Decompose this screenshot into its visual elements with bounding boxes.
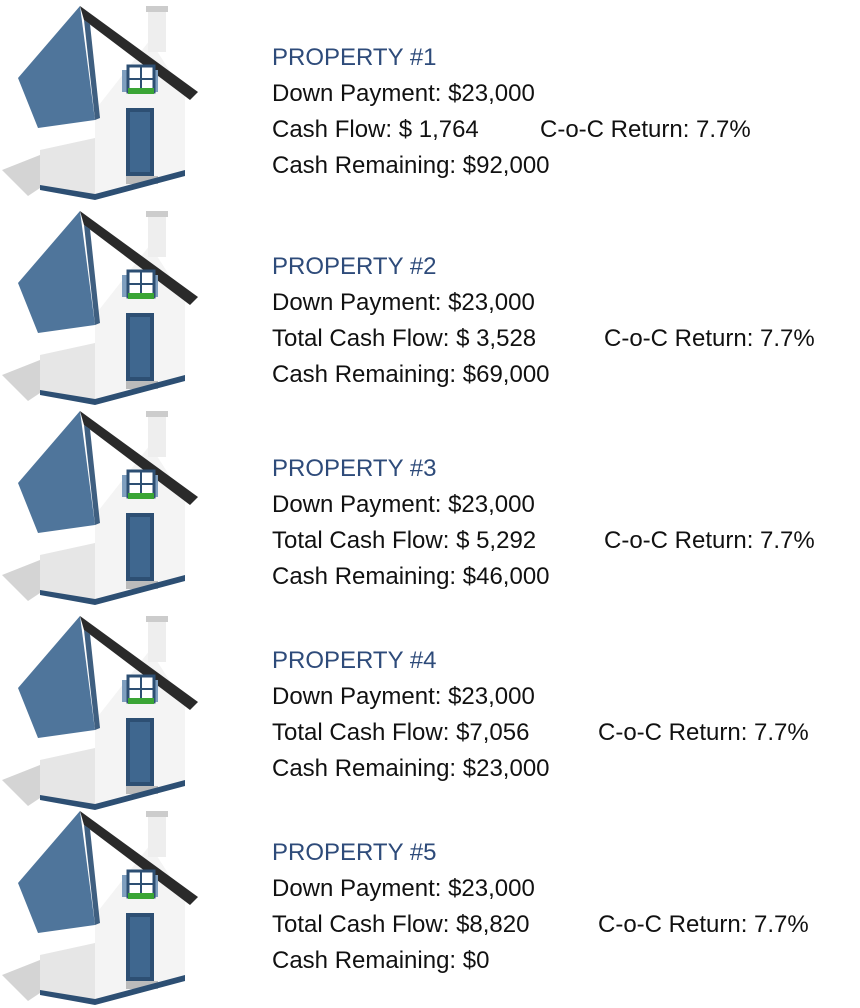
down-payment: Down Payment: $23,000: [272, 491, 535, 518]
down-payment: Down Payment: $23,000: [272, 289, 535, 316]
coc-return: C-o-C Return: 7.7%: [604, 325, 815, 352]
coc-return: C-o-C Return: 7.7%: [604, 527, 815, 554]
property-row-3: PROPERTY #3 Down Payment: $23,000 Total …: [0, 405, 860, 605]
property-info-3: PROPERTY #3 Down Payment: $23,000 Total …: [272, 451, 815, 595]
cash-remaining: Cash Remaining: $69,000: [272, 361, 550, 388]
property-title: PROPERTY #5: [272, 839, 437, 866]
house-icon: [2, 811, 198, 1005]
cash-flow-line: Cash Flow: $ 1,764 C-o-C Return: 7.7%: [272, 112, 751, 148]
property-title: PROPERTY #2: [272, 253, 437, 280]
coc-return: C-o-C Return: 7.7%: [598, 719, 809, 746]
cash-flow: Total Cash Flow: $ 5,292: [272, 527, 537, 554]
cash-flow-line: Total Cash Flow: $7,056 C-o-C Return: 7.7…: [272, 715, 809, 751]
cash-remaining: Cash Remaining: $23,000: [272, 755, 550, 782]
house-icon: [2, 211, 198, 405]
property-title: PROPERTY #4: [272, 647, 437, 674]
property-title: PROPERTY #3: [272, 455, 437, 482]
cash-flow: Total Cash Flow: $8,820: [272, 911, 530, 938]
property-row-5: PROPERTY #5 Down Payment: $23,000 Total …: [0, 805, 860, 1005]
property-row-2: PROPERTY #2 Down Payment: $23,000 Total …: [0, 205, 860, 405]
cash-flow-line: Total Cash Flow: $ 5,292 C-o-C Return: 7.…: [272, 523, 815, 559]
property-row-4: PROPERTY #4 Down Payment: $23,000 Total …: [0, 610, 860, 810]
cash-flow-line: Total Cash Flow: $8,820 C-o-C Return: 7.7…: [272, 907, 809, 943]
coc-return: C-o-C Return: 7.7%: [598, 911, 809, 938]
down-payment: Down Payment: $23,000: [272, 683, 535, 710]
property-title: PROPERTY #1: [272, 44, 437, 71]
property-info-5: PROPERTY #5 Down Payment: $23,000 Total …: [272, 835, 809, 979]
coc-return: C-o-C Return: 7.7%: [540, 116, 751, 143]
cash-flow: Cash Flow: $ 1,764: [272, 116, 479, 143]
down-payment: Down Payment: $23,000: [272, 80, 535, 107]
cash-flow-line: Total Cash Flow: $ 3,528 C-o-C Return: 7.…: [272, 321, 815, 357]
cash-remaining: Cash Remaining: $0: [272, 947, 490, 974]
property-info-4: PROPERTY #4 Down Payment: $23,000 Total …: [272, 643, 809, 787]
house-icon: [2, 411, 198, 605]
property-info-2: PROPERTY #2 Down Payment: $23,000 Total …: [272, 249, 815, 393]
property-info-1: PROPERTY #1 Down Payment: $23,000 Cash F…: [272, 40, 751, 184]
house-icon: [2, 616, 198, 810]
property-row-1: PROPERTY #1 Down Payment: $23,000 Cash F…: [0, 0, 860, 200]
cash-flow: Total Cash Flow: $ 3,528: [272, 325, 537, 352]
cash-remaining: Cash Remaining: $92,000: [272, 152, 550, 179]
house-icon: [2, 6, 198, 200]
cash-remaining: Cash Remaining: $46,000: [272, 563, 550, 590]
down-payment: Down Payment: $23,000: [272, 875, 535, 902]
cash-flow: Total Cash Flow: $7,056: [272, 719, 530, 746]
